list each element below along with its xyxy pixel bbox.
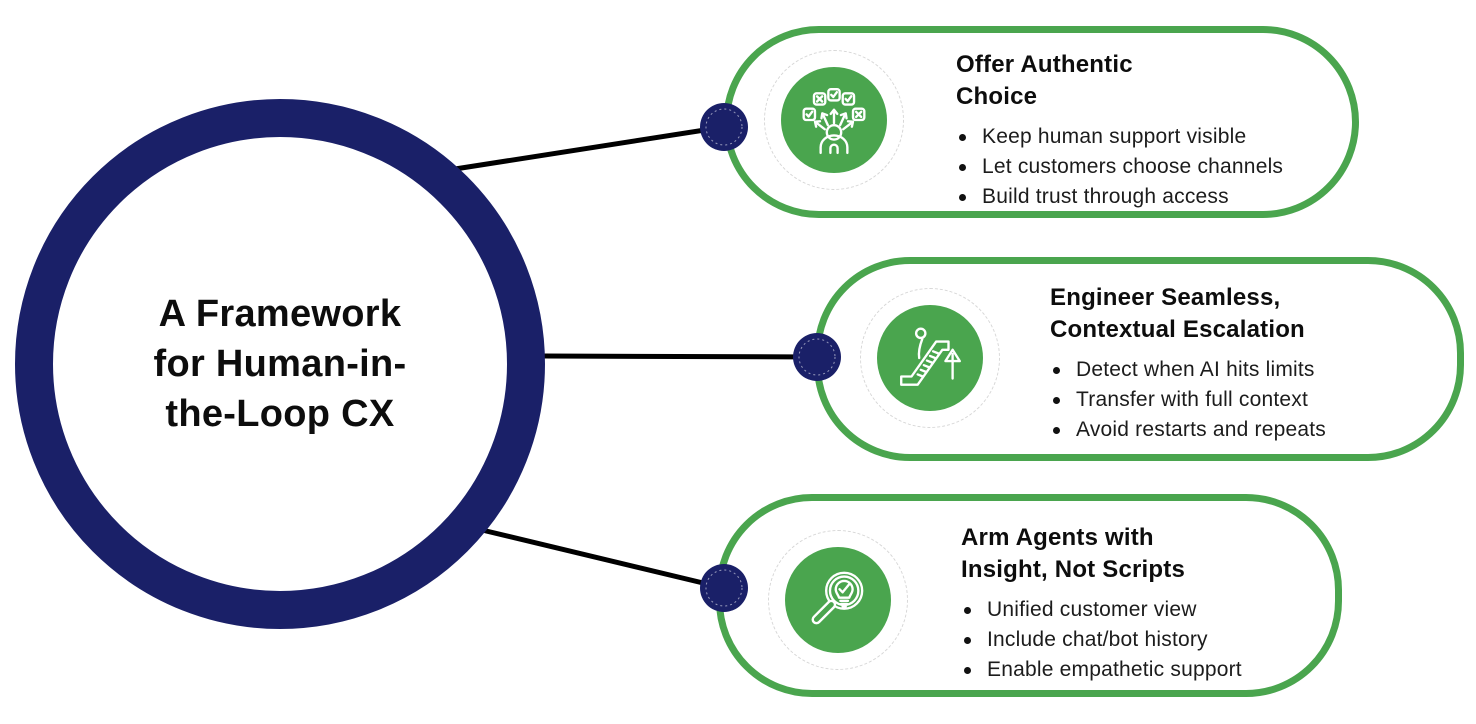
bullet-text: Include chat/bot history	[987, 628, 1208, 651]
bullet-dot	[959, 134, 966, 141]
bullet-text: Unified customer view	[987, 598, 1197, 621]
bullet-list: Unified customer view Include chat/bot h…	[961, 595, 1242, 685]
connector-line-top	[454, 124, 725, 172]
card-text-block: Arm Agents with Insight, Not Scripts Uni…	[961, 522, 1242, 685]
bullet-text: Transfer with full context	[1076, 388, 1309, 411]
bullet-text: Detect when AI hits limits	[1076, 358, 1315, 381]
connector-line-middle	[543, 353, 818, 360]
bullet-dot	[1053, 397, 1060, 404]
escalation-icon	[860, 288, 1000, 428]
bullet-dot	[959, 194, 966, 201]
bullet-item: Unified customer view	[961, 595, 1242, 625]
bullet-item: Avoid restarts and repeats	[1050, 415, 1326, 445]
card-engineer-seamless-escalation: Engineer Seamless, Contextual Escalation…	[814, 257, 1464, 461]
connector-line-bottom	[481, 527, 725, 591]
insight-icon-art	[811, 571, 864, 625]
bullet-item: Keep human support visible	[956, 122, 1283, 152]
central-title: A Framework for Human-in- the-Loop CX	[153, 293, 407, 435]
bullet-text: Let customers choose channels	[982, 155, 1284, 178]
card-title: Arm Agents with Insight, Not Scripts	[961, 524, 1186, 583]
central-circle: A Framework for Human-in- the-Loop CX	[15, 99, 545, 629]
bullet-text: Avoid restarts and repeats	[1076, 418, 1326, 441]
card-title: Engineer Seamless, Contextual Escalation	[1050, 284, 1305, 343]
choice-icon-art	[802, 87, 866, 155]
bullet-dot	[964, 607, 971, 614]
bullet-item: Detect when AI hits limits	[1050, 355, 1326, 385]
bullet-dot	[1053, 427, 1060, 434]
card-arm-agents-with-insight: Arm Agents with Insight, Not Scripts Uni…	[716, 494, 1342, 697]
bullet-text: Build trust through access	[982, 185, 1229, 208]
card-title: Offer Authentic Choice	[956, 51, 1133, 110]
bullet-list: Detect when AI hits limits Transfer with…	[1050, 355, 1326, 445]
bullet-dot	[1053, 367, 1060, 374]
bullet-text: Enable empathetic support	[987, 658, 1242, 681]
choice-icon-circle	[781, 67, 887, 173]
bullet-dot	[964, 637, 971, 644]
insight-icon	[768, 530, 908, 670]
bullet-text: Keep human support visible	[982, 125, 1247, 148]
bullet-dot	[959, 164, 966, 171]
escalation-icon-art	[900, 327, 961, 386]
bullet-item: Build trust through access	[956, 182, 1283, 212]
bullet-dot	[964, 667, 971, 674]
bullet-item: Let customers choose channels	[956, 152, 1283, 182]
card-offer-authentic-choice: Offer Authentic Choice Keep human suppor…	[723, 26, 1359, 218]
bullet-item: Transfer with full context	[1050, 385, 1326, 415]
choice-icon	[764, 50, 904, 190]
card-text-block: Offer Authentic Choice Keep human suppor…	[956, 49, 1283, 212]
card-text-block: Engineer Seamless, Contextual Escalation…	[1050, 282, 1326, 445]
bullet-item: Include chat/bot history	[961, 625, 1242, 655]
bullet-item: Enable empathetic support	[961, 655, 1242, 685]
escalation-icon-circle	[877, 305, 983, 411]
bullet-list: Keep human support visible Let customers…	[956, 122, 1283, 212]
insight-icon-circle	[785, 547, 891, 653]
